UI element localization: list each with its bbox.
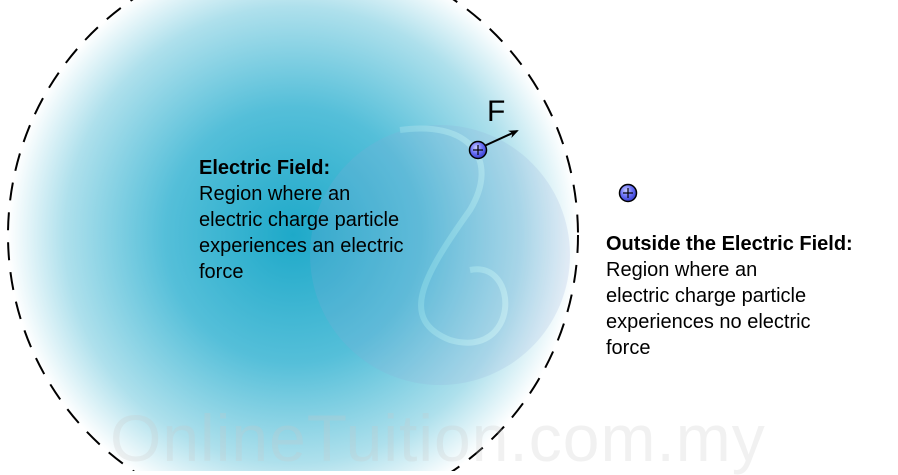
watermark-text: OnlineTuition.com.my [110,401,766,475]
field-boundary [7,0,579,471]
positive-charge-outside [618,183,638,203]
force-label: F [487,95,506,128]
outside-field-description: Outside the Electric Field: Region where… [606,231,853,361]
description-line: electric charge particle [199,209,400,231]
description-line: Region where an [199,183,351,205]
description-line: force [199,261,244,283]
outside-field-title: Outside the Electric Field: [606,233,853,255]
positive-charge-inside [468,140,488,160]
description-line: experiences an electric [199,235,404,257]
electric-field-title: Electric Field: [199,157,331,179]
electric-field-region [8,0,578,471]
electric-field-description: Electric Field: Region where an electric… [199,155,404,285]
description-line: experiences no electric [606,311,811,333]
description-line: Region where an [606,259,758,281]
force-arrow-icon [481,130,519,148]
description-line: electric charge particle [606,285,807,307]
description-line: force [606,337,651,359]
